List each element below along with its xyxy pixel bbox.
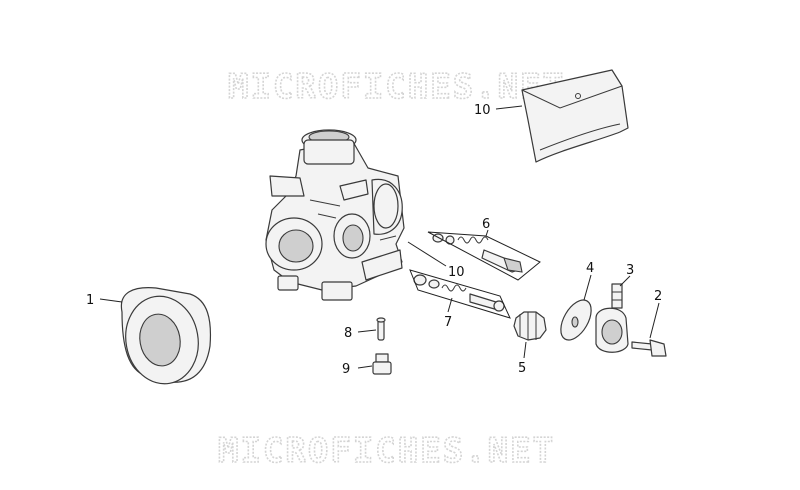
callout-1: 1 [86,293,94,308]
part-ring[interactable] [119,287,212,390]
callout-7: 7 [444,315,452,330]
callout-3: 3 [626,263,634,278]
part-needle-assembly[interactable] [432,233,523,273]
callout-4: 4 [586,261,594,276]
part-pin[interactable] [376,317,386,341]
watermark-bottom: MICROFICHES.NET [218,431,555,471]
callout-10-gasket: 10 [448,265,465,280]
part-gear[interactable] [513,311,547,341]
part-carburetor[interactable] [265,129,405,301]
part-washer[interactable] [555,295,598,345]
part-banjo-fitting[interactable] [595,283,629,353]
callout-5: 5 [518,361,526,376]
part-bag[interactable] [521,69,629,163]
leader-lines [99,105,660,369]
watermark-top: MICROFICHES.NET [228,67,565,107]
callout-9: 9 [342,362,350,377]
callout-6: 6 [482,217,490,232]
part-nozzle[interactable] [372,353,392,375]
callout-10-bag: 10 [474,103,491,118]
part-bolt[interactable] [631,339,667,357]
callout-8: 8 [344,326,352,341]
callout-2: 2 [654,289,662,304]
